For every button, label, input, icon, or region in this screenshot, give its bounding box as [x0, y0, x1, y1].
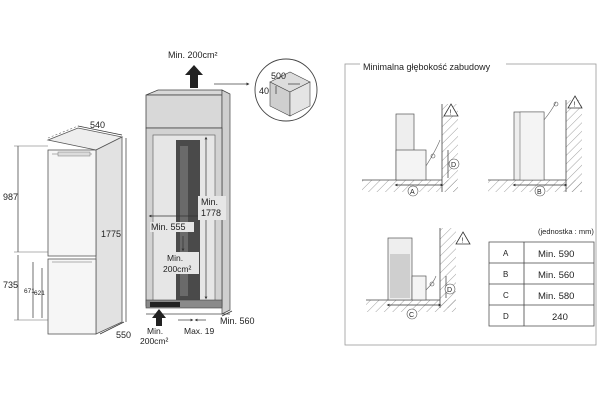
- top-vent-label: Min. 200cm²: [168, 50, 218, 60]
- gap-label: Max. 19: [184, 326, 215, 336]
- table-value: Min. 590: [538, 249, 574, 260]
- marker-a: A: [410, 189, 415, 196]
- depth-diagram-a: A D !: [362, 103, 460, 197]
- dimensions-table: A Min. 590 B Min. 560 C Min. 580 D 240: [488, 241, 595, 327]
- warning-icon: [455, 231, 471, 245]
- corner-detail: 500 40: [254, 58, 318, 122]
- bottom-vent-arrow-icon: [152, 309, 166, 326]
- detail-dim-500: 500: [271, 71, 286, 81]
- table-value: 240: [552, 312, 568, 323]
- inner-height-value-label: 1778: [201, 208, 221, 218]
- fridge-drawing: [46, 127, 124, 335]
- cabinet-depth-label: Min. 560: [220, 316, 255, 326]
- bottom-vent-label-2: 200cm²: [140, 336, 169, 346]
- depth-diagram-c: C D !: [366, 228, 471, 320]
- table-key: C: [503, 291, 509, 300]
- depth-diagram-b: B !: [488, 95, 583, 197]
- right-panel: Minimalna głębokość zabudowy: [344, 59, 597, 346]
- marker-b: B: [537, 189, 542, 196]
- marker-d-2: D: [447, 287, 452, 294]
- table-key: D: [503, 312, 509, 321]
- fridge-lower-height-label: 735: [3, 280, 18, 290]
- table-row: D 240: [503, 312, 568, 323]
- svg-text:!: !: [450, 110, 452, 117]
- table-value: Min. 560: [538, 270, 574, 281]
- mid-vent-label-2: 200cm²: [163, 264, 192, 274]
- dim-671-label: 671: [24, 288, 35, 295]
- inner-height-min-label: Min.: [201, 197, 218, 207]
- table-row: B Min. 560: [503, 270, 574, 281]
- cabinet-dimensions: Min. 555 Min. 1778 Min. 200cm² Min. 200c…: [140, 136, 255, 346]
- inner-width-label: Min. 555: [151, 222, 186, 232]
- svg-text:!: !: [574, 102, 576, 109]
- warning-icon: [567, 95, 583, 109]
- detail-dim-40: 40: [259, 86, 269, 96]
- warning-icon: [443, 103, 459, 117]
- fridge-dimensions: 540 550 1775 987 735 671 621: [3, 120, 131, 340]
- table-key: A: [503, 249, 509, 258]
- marker-c: C: [409, 312, 414, 319]
- table-value: Min. 580: [538, 291, 574, 302]
- fridge-depth-label: 550: [116, 330, 131, 340]
- top-vent-arrow-icon: [185, 65, 203, 88]
- mid-vent-label-1: Min.: [167, 253, 183, 263]
- svg-text:!: !: [462, 238, 464, 245]
- panel-title: Minimalna głębokość zabudowy: [363, 62, 491, 72]
- table-key: B: [503, 270, 508, 279]
- bottom-vent-label-1: Min.: [147, 326, 163, 336]
- fridge-width-label: 540: [90, 120, 105, 130]
- marker-d-1: D: [451, 162, 456, 169]
- dim-621-label: 621: [34, 290, 45, 297]
- table-row: A Min. 590: [503, 249, 574, 260]
- unit-note: (jednostka : mm): [538, 227, 594, 236]
- table-row: C Min. 580: [503, 291, 574, 302]
- fridge-upper-height-label: 987: [3, 192, 18, 202]
- fridge-height-label: 1775: [101, 229, 121, 239]
